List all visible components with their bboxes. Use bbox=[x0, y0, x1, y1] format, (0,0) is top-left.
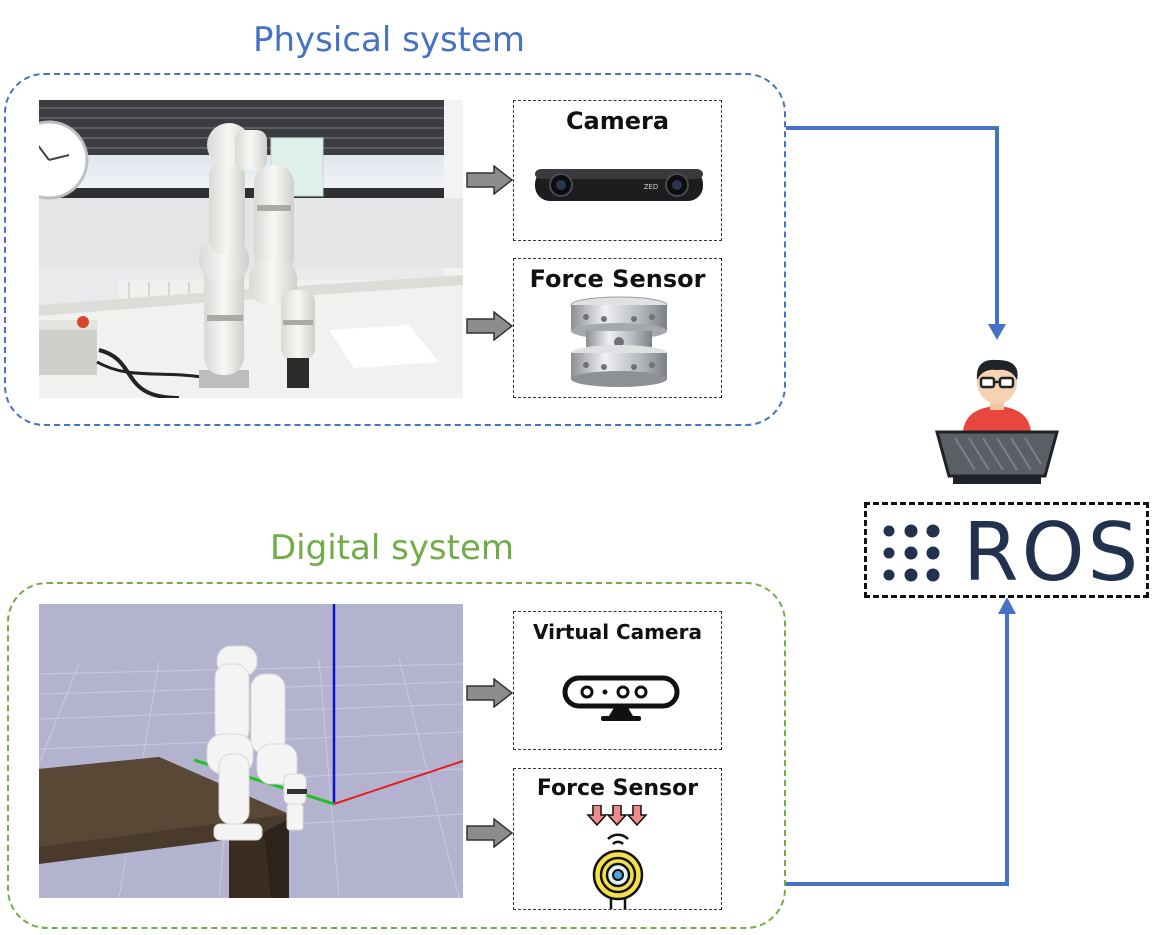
digital-simulation-view bbox=[39, 604, 463, 898]
camera-box: Camera ZED bbox=[513, 100, 722, 241]
virtual-camera-label: Virtual Camera bbox=[533, 620, 702, 644]
digital-system-title: Digital system bbox=[270, 528, 514, 568]
physical-system-group bbox=[4, 73, 786, 426]
force-sensor-box: Force Sensor bbox=[513, 258, 722, 398]
user-laptop-icon bbox=[935, 359, 1059, 484]
physical-system-title: Physical system bbox=[253, 20, 526, 60]
ros-dots-icon bbox=[883, 524, 940, 582]
virtual-force-feed-arrow bbox=[466, 818, 514, 848]
digital-system-group bbox=[7, 582, 786, 929]
physical-robot-photo bbox=[39, 100, 463, 398]
camera-label: Camera bbox=[565, 107, 670, 135]
force-feed-arrow bbox=[466, 311, 514, 341]
virtual-camera-box: Virtual Camera bbox=[513, 611, 722, 750]
digital-to-ros-line bbox=[786, 612, 1009, 886]
virtual-camera-feed-arrow bbox=[466, 678, 514, 708]
camera-brand-text: ZED bbox=[644, 183, 659, 191]
virtual-force-sensor-box: Force Sensor bbox=[513, 768, 722, 910]
force-sensor-label: Force Sensor bbox=[529, 265, 706, 293]
physical-to-ros-line bbox=[786, 126, 999, 328]
load-cell-icon bbox=[570, 296, 668, 387]
virtual-force-sensor-label: Force Sensor bbox=[536, 776, 699, 801]
camera-feed-arrow bbox=[466, 165, 514, 195]
depth-camera-icon bbox=[562, 675, 680, 721]
touch-sensor-icon bbox=[586, 805, 648, 909]
ros-box: ROS bbox=[864, 502, 1149, 598]
ros-label: ROS bbox=[963, 506, 1142, 599]
physical-to-ros-arrowhead bbox=[988, 324, 1006, 340]
digital-to-ros-arrowhead bbox=[998, 597, 1016, 614]
stereo-camera-icon: ZED bbox=[535, 169, 703, 201]
